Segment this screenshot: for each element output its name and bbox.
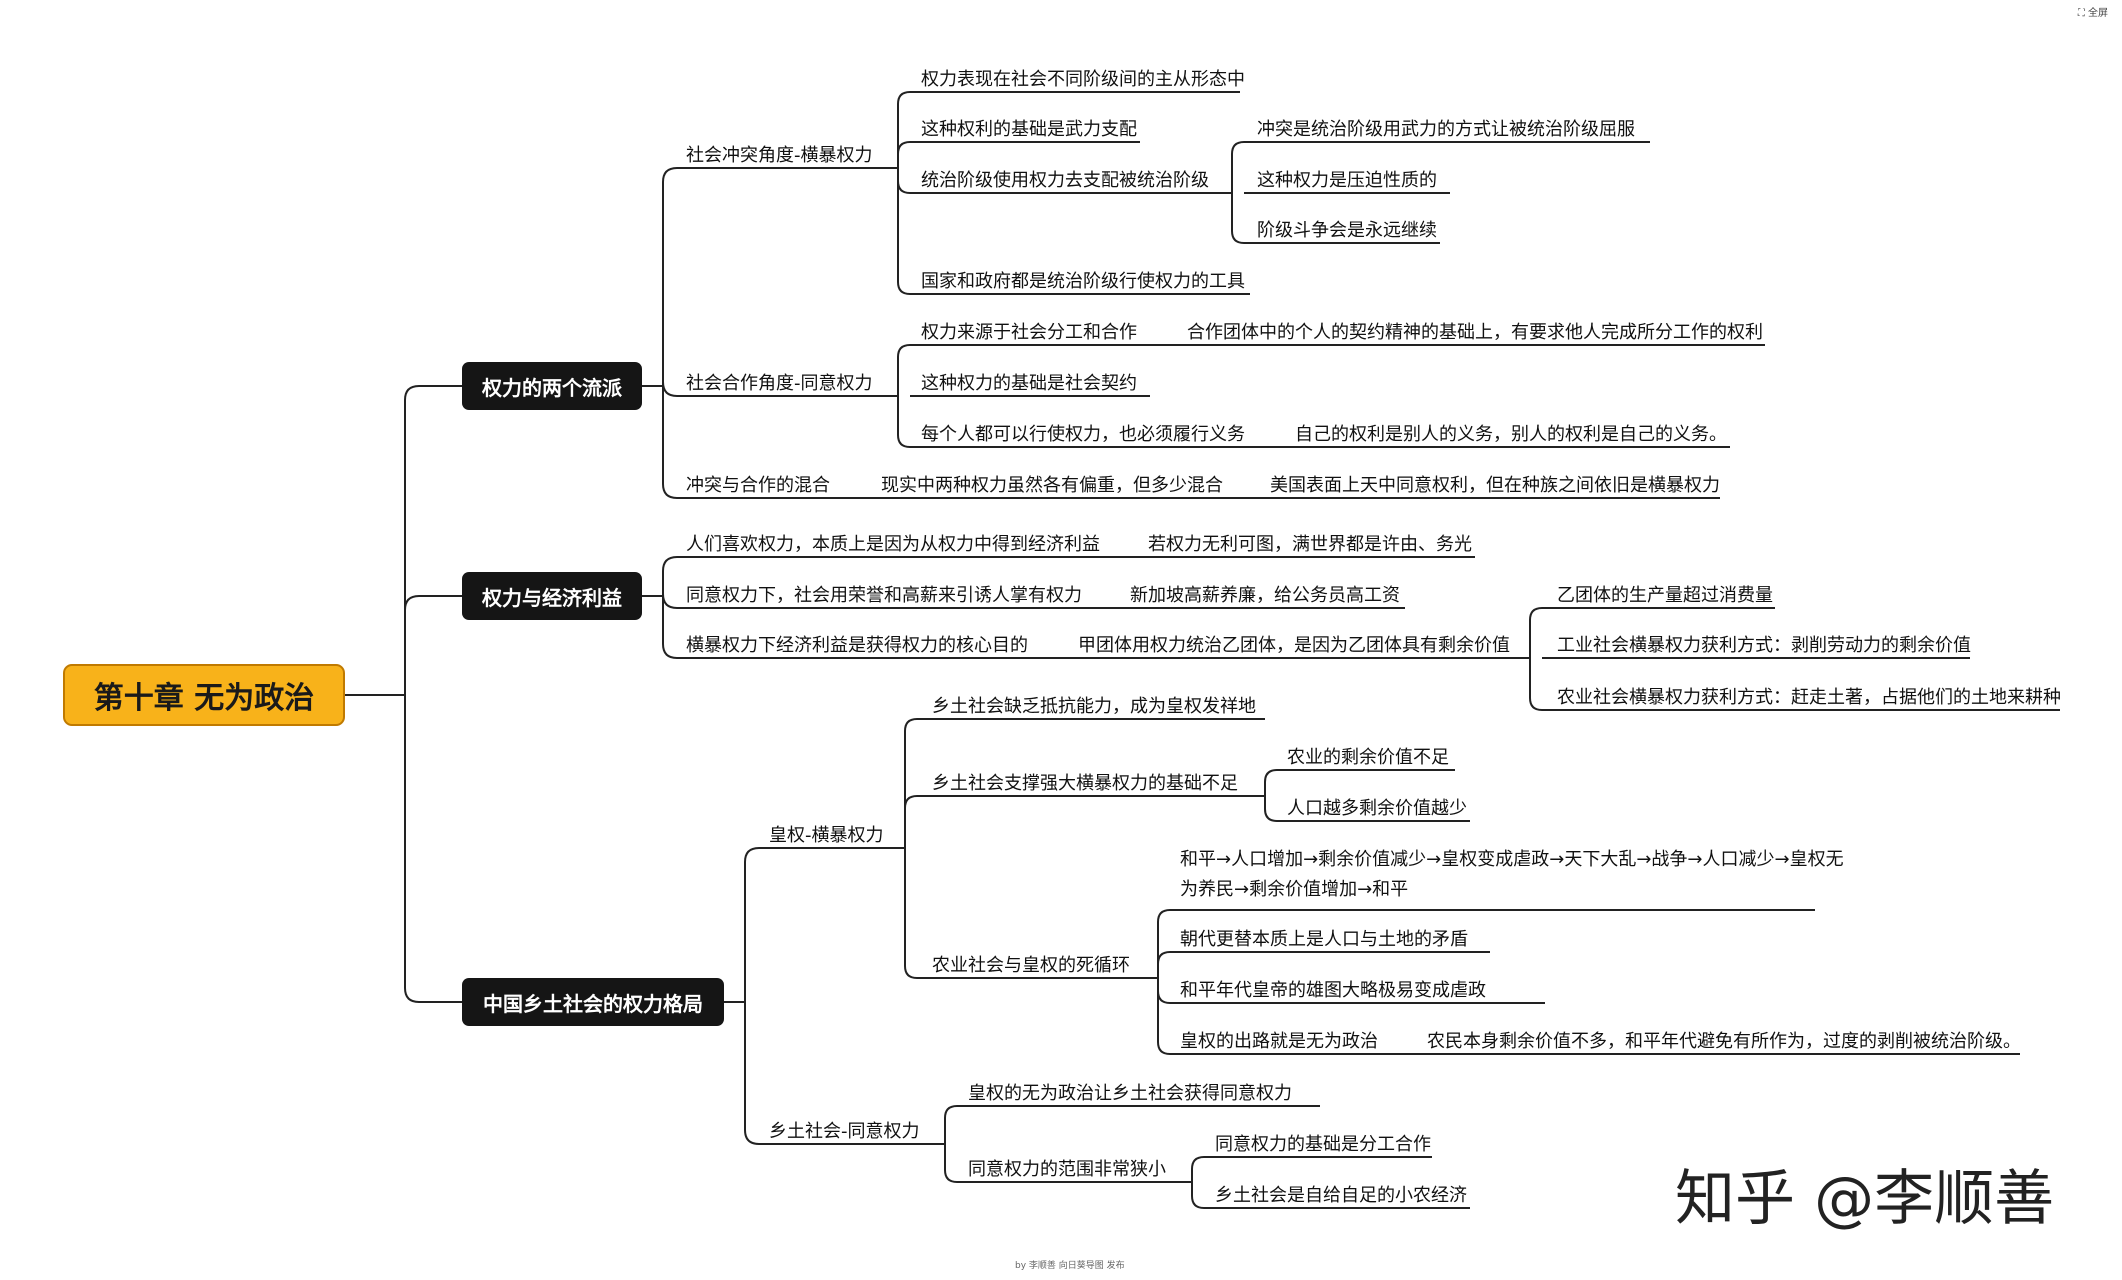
leaf-note[interactable]: 新加坡高薪养廉，给公务员高工资 (1130, 585, 1400, 606)
connector (662, 596, 678, 659)
connector (904, 795, 918, 848)
leaf-text[interactable]: 为养民→剩余价值增加→和平 (1180, 879, 1409, 900)
leaf-text[interactable]: 乡土社会缺乏抵抗能力，成为皇权发祥地 (932, 696, 1256, 717)
leaf-note[interactable]: 自己的权利是别人的义务，别人的权利是自己的义务。 (1295, 424, 1727, 445)
root-topic[interactable]: 第十章 无为政治 (63, 664, 345, 726)
connector (1231, 141, 1245, 193)
watermark: 知乎 @李顺善 (1675, 1164, 2055, 1234)
connector (662, 386, 678, 499)
leaf-text[interactable]: 现实中两种权力虽然各有偏重，但多少混合 (881, 475, 1223, 496)
leaf-text[interactable]: 皇权的无为政治让乡土社会获得同意权力 (968, 1083, 1292, 1104)
topic-cooperation-power[interactable]: 社会合作角度-同意权力 (686, 373, 873, 394)
connector (897, 168, 911, 194)
connector (1157, 978, 1171, 1055)
connector (1191, 1156, 1205, 1182)
leaf-text[interactable]: 这种权利的基础是武力支配 (921, 119, 1137, 140)
connector (897, 344, 911, 396)
connector (1191, 1182, 1205, 1209)
connector (1529, 658, 1543, 711)
leaf-text[interactable]: 人们喜欢权力，本质上是因为从权力中得到经济利益 (686, 534, 1100, 555)
fullscreen-icon[interactable]: ⛶ 全屏 (2077, 8, 2108, 19)
topic-rural-consent[interactable]: 乡土社会-同意权力 (769, 1121, 920, 1142)
topic-mixed[interactable]: 冲突与合作的混合 (686, 475, 830, 496)
connector (944, 1144, 958, 1183)
connector (1231, 193, 1245, 244)
leaf-text[interactable]: 美国表面上天中同意权利，但在种族之间依旧是横暴权力 (1270, 475, 1720, 496)
connector (897, 168, 911, 295)
leaf-text[interactable]: 国家和政府都是统治阶级行使权力的工具 (921, 271, 1245, 292)
leaf-text[interactable]: 这种权力的基础是社会契约 (921, 373, 1137, 394)
leaf-text[interactable]: 皇权的出路就是无为政治 (1180, 1031, 1378, 1052)
connector (744, 1002, 760, 1145)
connector (1157, 909, 1171, 978)
leaf-text[interactable]: 同意权力的基础是分工合作 (1215, 1134, 1431, 1155)
connector (1264, 769, 1278, 796)
leaf-text[interactable]: 工业社会横暴权力获利方式：剥削劳动力的剩余价值 (1557, 635, 1971, 656)
leaf-text[interactable]: 权力来源于社会分工和合作 (921, 322, 1137, 343)
leaf-text[interactable]: 农业社会横暴权力获利方式：赶走土著，占据他们的土地来耕种 (1557, 687, 2061, 708)
leaf-text[interactable]: 权力表现在社会不同阶级间的主从形态中 (921, 69, 1245, 90)
leaf-text[interactable]: 朝代更替本质上是人口与土地的矛盾 (1180, 929, 1468, 950)
leaf-text[interactable]: 农业的剩余价值不足 (1287, 747, 1449, 768)
topic-conflict-power[interactable]: 社会冲突角度-横暴权力 (686, 145, 873, 166)
connector (1264, 796, 1278, 822)
connector (662, 381, 678, 397)
connector (662, 556, 678, 596)
connector (904, 718, 918, 848)
leaf-note[interactable]: 甲团体用权力统治乙团体，是因为乙团体具有剩余价值 (1078, 635, 1510, 656)
connector (662, 167, 678, 386)
leaf-text[interactable]: 乡土社会是自给自足的小农经济 (1215, 1185, 1467, 1206)
connector (1529, 607, 1543, 658)
leaf-text[interactable]: 和平→人口增加→剩余价值减少→皇权变成虐政→天下大乱→战争→人口减少→皇权无 (1180, 849, 1844, 870)
connector (1157, 978, 1171, 1004)
connector (897, 141, 911, 168)
leaf-text[interactable]: 农业社会与皇权的死循环 (932, 955, 1130, 976)
leaf-text[interactable]: 冲突是统治阶级用武力的方式让被统治阶级屈服 (1257, 119, 1635, 140)
leaf-text[interactable]: 这种权力是压迫性质的 (1257, 170, 1437, 191)
branch-power-economy[interactable]: 权力与经济利益 (462, 572, 642, 620)
connector (897, 396, 911, 448)
leaf-note[interactable]: 若权力无利可图，满世界都是许由、务光 (1148, 534, 1472, 555)
leaf-text[interactable]: 和平年代皇帝的雄图大略极易变成虐政 (1180, 980, 1486, 1001)
leaf-text[interactable]: 横暴权力下经济利益是获得权力的核心目的 (686, 635, 1028, 656)
leaf-text[interactable]: 每个人都可以行使权力，也必须履行义务 (921, 424, 1245, 445)
leaf-text[interactable]: 统治阶级使用权力去支配被统治阶级 (921, 170, 1209, 191)
connector (944, 1105, 958, 1144)
leaf-text[interactable]: 人口越多剩余价值越少 (1287, 798, 1467, 819)
leaf-note[interactable]: 合作团体中的个人的契约精神的基础上，有要求他人完成所分工作的权利 (1187, 322, 1763, 343)
leaf-text[interactable]: 阶级斗争会是永远继续 (1257, 220, 1437, 241)
connector (404, 695, 420, 1003)
connector (897, 91, 911, 168)
connector (1157, 951, 1171, 978)
connector (904, 848, 918, 979)
branch-two-schools[interactable]: 权力的两个流派 (462, 362, 642, 410)
connector (404, 595, 420, 695)
footer-credit: by 李顺善 向日葵导图 发布 (1015, 1261, 1125, 1271)
leaf-note[interactable]: 农民本身剩余价值不多，和平年代避免有所作为，过度的剥削被统治阶级。 (1427, 1031, 2021, 1052)
connector (744, 847, 760, 1002)
leaf-text[interactable]: 乡土社会支撑强大横暴权力的基础不足 (932, 773, 1238, 794)
leaf-text[interactable]: 同意权力的范围非常狭小 (968, 1159, 1166, 1180)
connector (404, 385, 420, 695)
leaf-text[interactable]: 同意权力下，社会用荣誉和高薪来引诱人掌有权力 (686, 585, 1082, 606)
leaf-text[interactable]: 乙团体的生产量超过消费量 (1557, 585, 1773, 606)
connector (662, 593, 678, 609)
branch-rural-power[interactable]: 中国乡土社会的权力格局 (462, 978, 724, 1026)
topic-imperial-power[interactable]: 皇权-横暴权力 (769, 825, 884, 846)
